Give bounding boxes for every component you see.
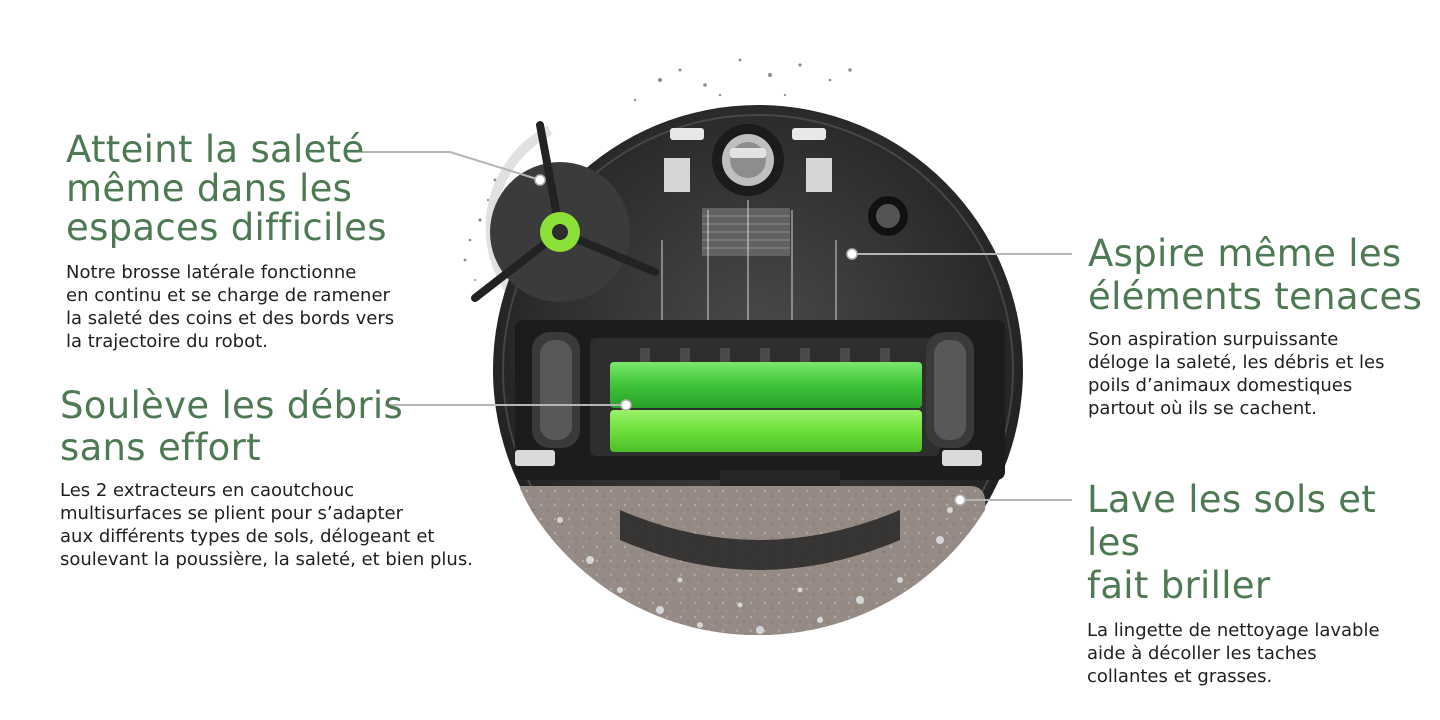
heading-line: Aspire même les <box>1088 232 1402 275</box>
extractor-top <box>610 362 922 408</box>
feature-suction: Aspire même les éléments tenaces Son asp… <box>1088 232 1422 420</box>
feature-description: Son aspiration surpuissante déloge la sa… <box>1088 328 1422 420</box>
description-line: en continu et se charge de ramener <box>66 285 390 306</box>
robot-vacuum-underside-illustration <box>463 58 1023 636</box>
description-line: déloge la saleté, les débris et les <box>1088 352 1385 373</box>
feature-description: La lingette de nettoyage lavable aide à … <box>1087 619 1440 688</box>
front-caster-wheel <box>712 124 784 196</box>
description-line: partout où ils se cachent. <box>1088 398 1318 419</box>
heading-line: fait briller <box>1087 564 1271 607</box>
heading-line: Atteint la saleté <box>66 128 365 171</box>
description-line: la saleté des coins et des bords vers <box>66 308 395 329</box>
description-line: Les 2 extracteurs en caoutchouc <box>60 480 355 501</box>
heading-line: éléments tenaces <box>1088 275 1423 318</box>
description-line: Son aspiration surpuissante <box>1088 329 1339 350</box>
description-line: aide à décoller les taches <box>1087 643 1317 664</box>
heading-line: même dans les <box>66 167 353 210</box>
description-line: Notre brosse latérale fonctionne <box>66 262 357 283</box>
heading-line: espaces difficiles <box>66 206 387 249</box>
feature-mopping: Lave les sols et les fait briller La lin… <box>1087 478 1440 688</box>
heading-line: sans effort <box>60 426 261 469</box>
heading-line: Soulève les débris <box>60 384 404 427</box>
feature-extractors: Soulève les débris sans effort Les 2 ext… <box>60 385 473 571</box>
feature-heading: Atteint la saleté même dans les espaces … <box>66 130 394 247</box>
description-line: aux différents types de sols, délogeant … <box>60 526 435 547</box>
heading-line: Lave les sols et les <box>1087 478 1377 564</box>
left-drive-wheel <box>532 332 580 448</box>
feature-side-brush: Atteint la saleté même dans les espaces … <box>66 130 394 353</box>
description-line: collantes et grasses. <box>1087 666 1273 687</box>
description-line: poils d’animaux domestiques <box>1088 375 1353 396</box>
feature-description: Notre brosse latérale fonctionne en cont… <box>66 261 394 353</box>
description-line: La lingette de nettoyage lavable <box>1087 620 1380 641</box>
extractor-bottom <box>610 410 922 452</box>
side-brush <box>471 121 659 302</box>
feature-heading: Soulève les débris sans effort <box>60 385 473 469</box>
description-line: la trajectoire du robot. <box>66 331 268 352</box>
feature-heading: Aspire même les éléments tenaces <box>1088 232 1422 318</box>
feature-description: Les 2 extracteurs en caoutchouc multisur… <box>60 479 473 571</box>
feature-heading: Lave les sols et les fait briller <box>1087 478 1440 607</box>
description-line: soulevant la poussière, la saleté, et bi… <box>60 549 473 570</box>
right-drive-wheel <box>926 332 974 448</box>
description-line: multisurfaces se plient pour s’adapter <box>60 503 404 524</box>
